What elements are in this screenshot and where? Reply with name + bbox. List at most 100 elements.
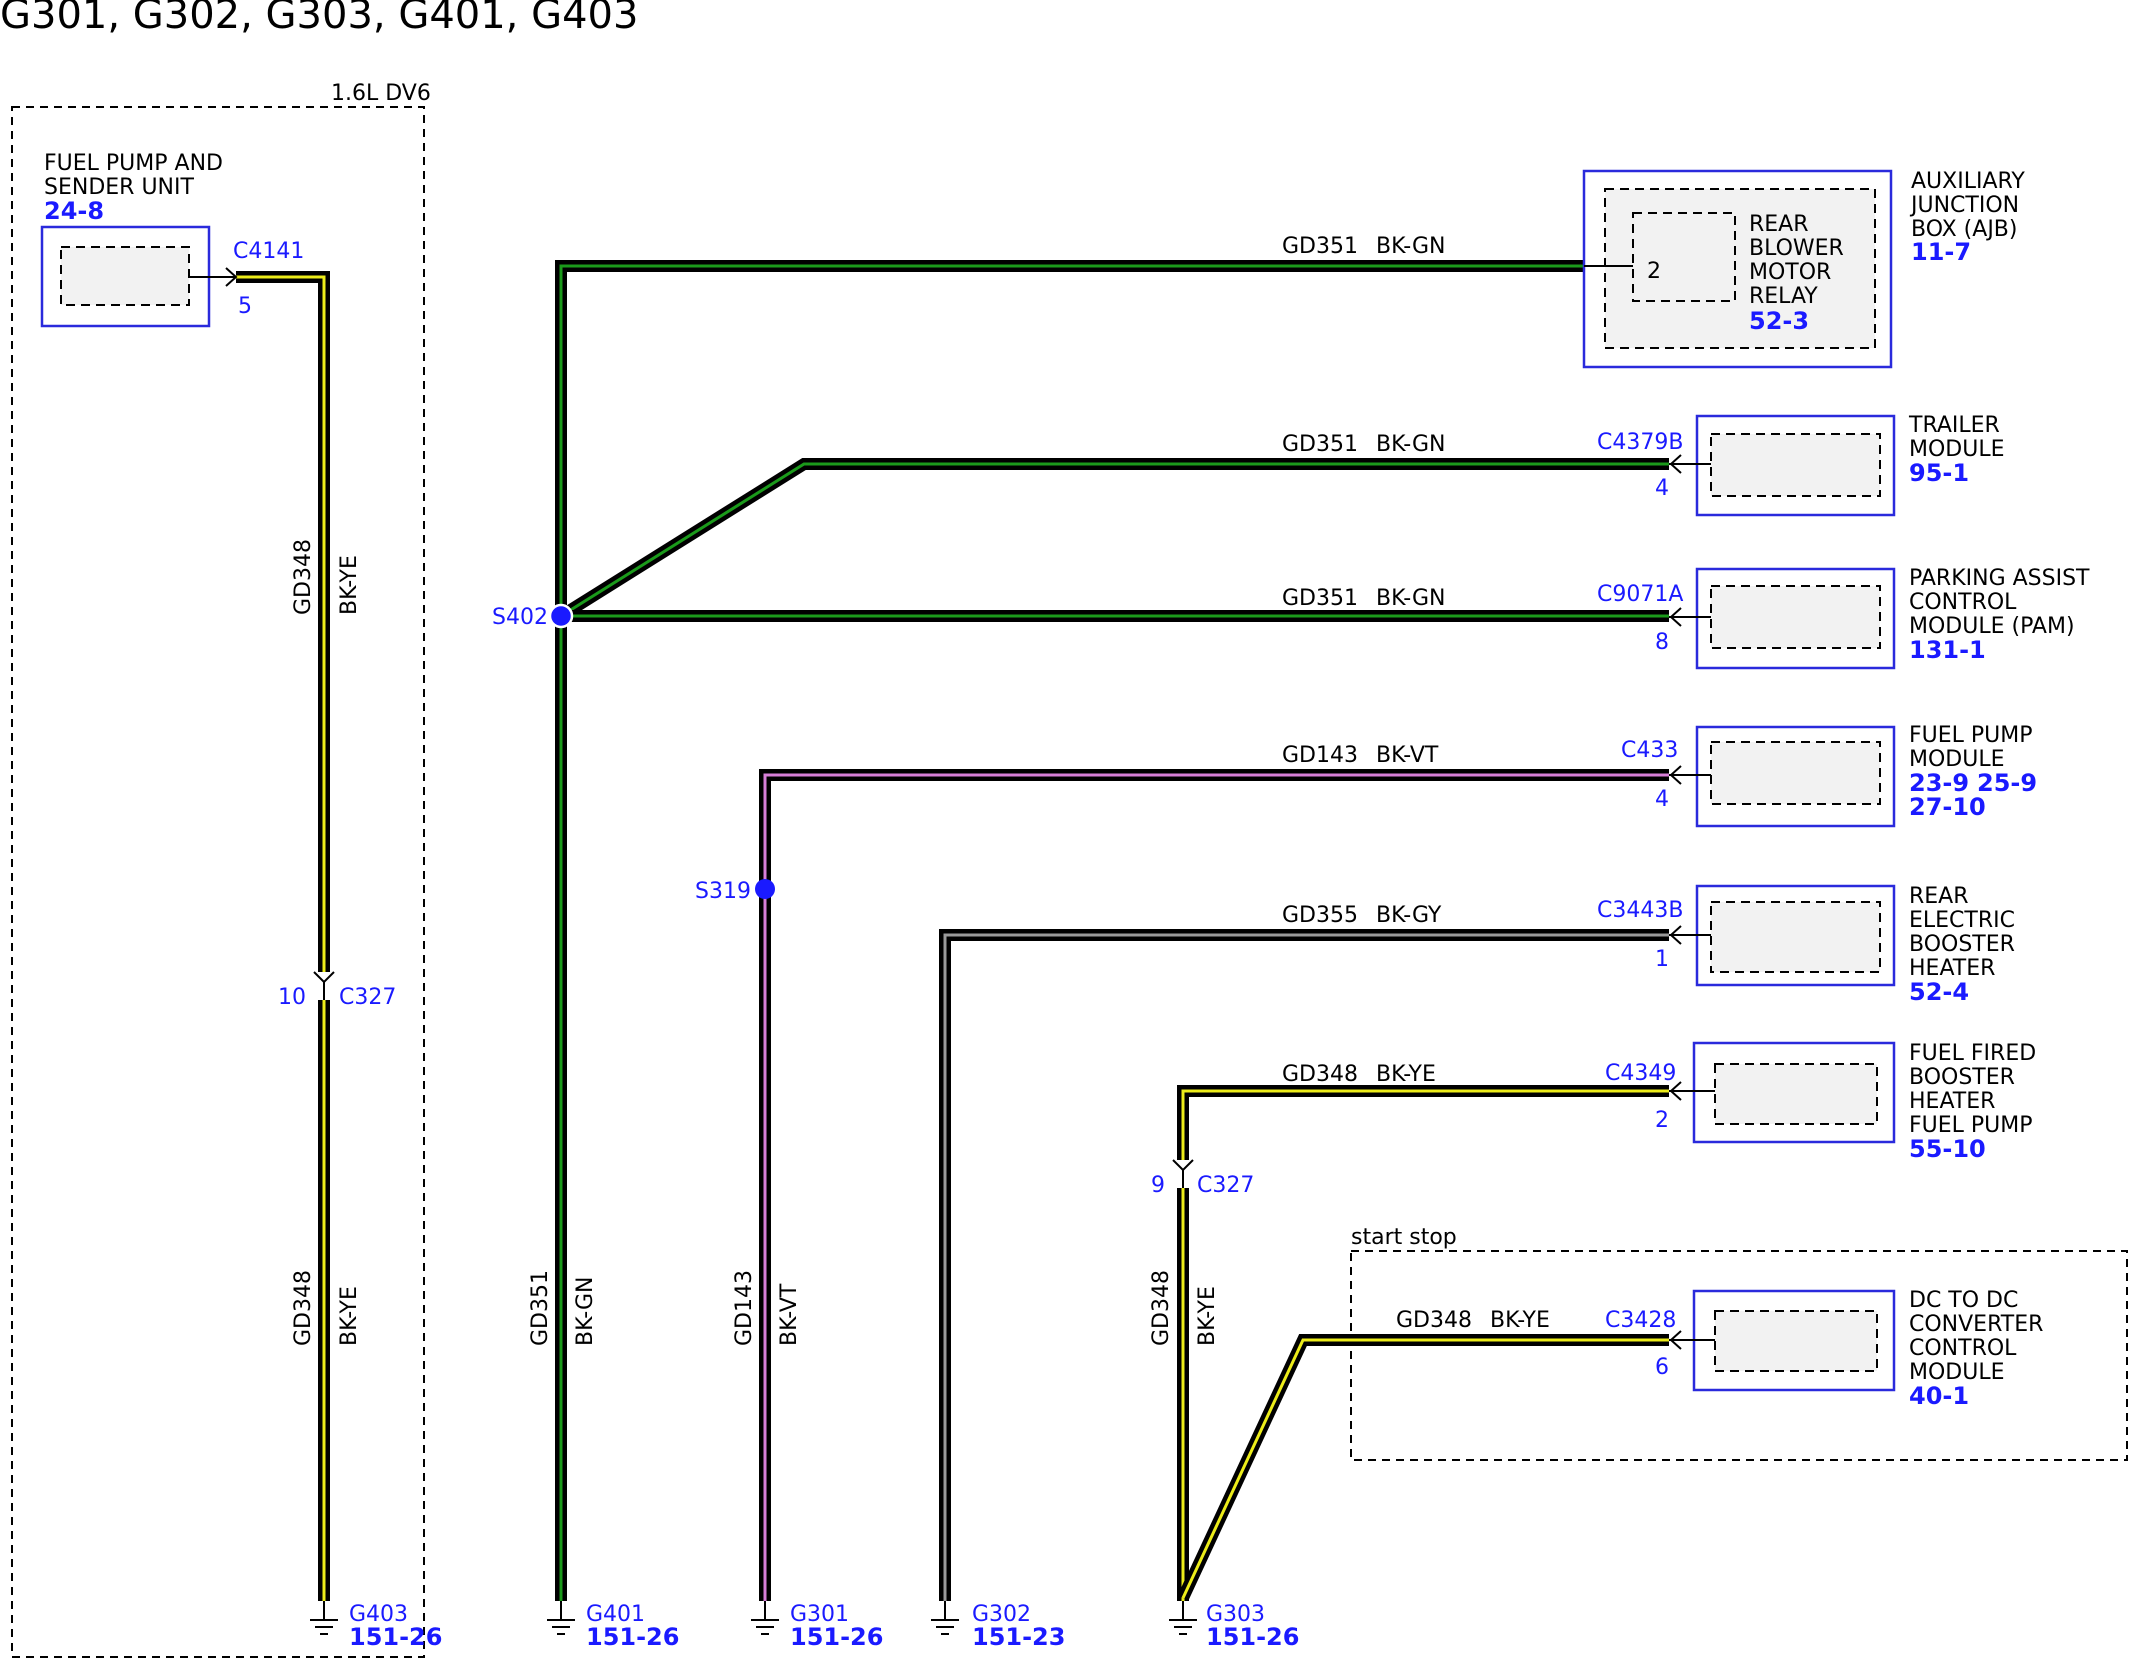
wire-circuit-label: GD351 xyxy=(1282,432,1358,457)
wire-circuit-label: GD351 xyxy=(528,1270,553,1346)
diagram-title: G301, G302, G303, G401, G403 xyxy=(0,0,638,38)
component-ref-link[interactable]: 24-8 xyxy=(44,197,104,225)
wire-group xyxy=(236,260,1669,1601)
component-ref-link[interactable]: 55-10 xyxy=(1909,1135,1986,1163)
parking-assist-control-module[interactable] xyxy=(1695,567,1896,670)
component-name: MODULE xyxy=(1909,747,2005,772)
wire-color-label: BK-YE xyxy=(1195,1286,1220,1346)
inline-connector-c327-b[interactable] xyxy=(1172,1159,1194,1188)
connector-label[interactable]: C4349 xyxy=(1605,1061,1676,1086)
component-name: MODULE xyxy=(1909,437,2005,462)
wire-color-label: BK-GY xyxy=(1376,903,1442,928)
wire-color-label: BK-VT xyxy=(777,1283,802,1346)
ground-ref-link[interactable]: 151-26 xyxy=(586,1623,679,1651)
component-name: BOOSTER xyxy=(1909,1065,2015,1090)
ground-label[interactable]: G401 xyxy=(586,1602,645,1627)
component-name: MODULE (PAM) xyxy=(1909,614,2075,639)
connector-label[interactable]: C4379B xyxy=(1597,430,1683,455)
pin-number: 6 xyxy=(1655,1355,1669,1380)
device-inner-box xyxy=(1710,741,1881,805)
connector-label[interactable]: C433 xyxy=(1621,738,1678,763)
auxiliary-junction-box[interactable] xyxy=(1582,169,1893,369)
device-inner-box xyxy=(1710,901,1881,973)
component-ref-link[interactable]: 131-1 xyxy=(1909,636,1986,664)
component-name: ELECTRIC xyxy=(1909,908,2015,933)
device-inner-box xyxy=(60,246,190,306)
component-ref-link[interactable]: 40-1 xyxy=(1909,1382,1969,1410)
wire-gd348-dcdc[interactable] xyxy=(1177,1334,1669,1601)
splice-label[interactable]: S319 xyxy=(695,879,751,904)
component-ref-link[interactable]: 25-9 xyxy=(1977,769,2037,797)
component-name: CONTROL xyxy=(1909,1336,2017,1361)
ground-label[interactable]: G302 xyxy=(972,1602,1031,1627)
wire-color-label: BK-YE xyxy=(1490,1308,1550,1333)
relay-name: MOTOR xyxy=(1749,260,1831,285)
connector-label[interactable]: C3443B xyxy=(1597,898,1683,923)
rear-electric-booster-heater[interactable] xyxy=(1695,884,1896,987)
pin-number: 2 xyxy=(1655,1108,1669,1133)
component-ref-link[interactable]: 23-9 xyxy=(1909,769,1969,797)
splice-s402[interactable] xyxy=(548,603,574,629)
wire-gd355-booster-heater[interactable] xyxy=(939,929,1669,1601)
device-inner-box xyxy=(1714,1310,1878,1372)
relay-ref-link[interactable]: 52-3 xyxy=(1749,307,1809,335)
device-inner-box xyxy=(1710,433,1881,497)
wire-circuit-label: GD351 xyxy=(1282,586,1358,611)
component-ref-link[interactable]: 95-1 xyxy=(1909,459,1969,487)
pin-number: 8 xyxy=(1655,630,1669,655)
fuel-fired-booster-heater-fuel-pump[interactable] xyxy=(1692,1041,1896,1144)
wire-color-label: BK-VT xyxy=(1376,743,1439,768)
wire-color-label: BK-GN xyxy=(573,1277,598,1346)
ground-label[interactable]: G403 xyxy=(349,1602,408,1627)
ground-ref-link[interactable]: 151-26 xyxy=(790,1623,883,1651)
inline-connector-c327[interactable] xyxy=(313,971,335,1000)
wire-circuit-label: GD348 xyxy=(291,539,316,615)
connector-label[interactable]: C3428 xyxy=(1605,1308,1676,1333)
wire-gd348-dcdc-stripe xyxy=(1181,1338,1669,1599)
splice-label[interactable]: S402 xyxy=(492,605,548,630)
wire-gd351-trailer-stripe xyxy=(560,462,1669,618)
pin-arrow xyxy=(225,267,238,287)
ground-ref-link[interactable]: 151-23 xyxy=(972,1623,1065,1651)
wire-gd355-booster-heater-stripe xyxy=(943,933,1669,1601)
wire-gd351-ajb-stripe xyxy=(559,264,1584,1601)
wire-circuit-label: GD143 xyxy=(1282,743,1358,768)
start-stop-zone xyxy=(1350,1250,2128,1461)
dc-dc-converter-control-module[interactable] xyxy=(1692,1289,1896,1392)
inline-connector-pin: 10 xyxy=(278,985,306,1010)
fuel-pump-module[interactable] xyxy=(1695,725,1896,828)
component-ref-link[interactable]: 11-7 xyxy=(1911,238,1971,266)
fuel-pump-sender-unit[interactable] xyxy=(40,225,211,328)
trailer-module[interactable] xyxy=(1695,414,1896,517)
component-name: FUEL PUMP xyxy=(1909,723,2033,748)
ground-ref-link[interactable]: 151-26 xyxy=(1206,1623,1299,1651)
engine-zone xyxy=(11,106,425,1658)
connector-label[interactable]: C4141 xyxy=(233,239,304,264)
component-ref-link[interactable]: 52-4 xyxy=(1909,978,1969,1006)
component-name: REAR xyxy=(1909,884,1969,909)
ground-label[interactable]: G301 xyxy=(790,1602,849,1627)
component-name: DC TO DC xyxy=(1909,1288,2018,1313)
inline-connector-label[interactable]: C327 xyxy=(1197,1173,1254,1198)
wire-gd351-trailer[interactable] xyxy=(557,458,1669,622)
component-name: PARKING ASSIST xyxy=(1909,566,2090,591)
component-name: HEATER xyxy=(1909,1089,1995,1114)
component-name: CONTROL xyxy=(1909,590,2017,615)
pin-number: 1 xyxy=(1655,947,1669,972)
component-name: BOX (AJB) xyxy=(1911,217,2017,242)
ground-symbols xyxy=(310,1601,1197,1635)
ground-label[interactable]: G303 xyxy=(1206,1602,1265,1627)
ground-ref-link[interactable]: 151-26 xyxy=(349,1623,442,1651)
wire-circuit-label: GD351 xyxy=(1282,234,1358,259)
wire-gd348-fuel-fired-top[interactable] xyxy=(1177,1085,1669,1160)
connector-label[interactable]: C9071A xyxy=(1597,582,1683,607)
component-name: JUNCTION xyxy=(1909,193,2019,218)
wire-color-label: BK-GN xyxy=(1376,586,1445,611)
component-name: BOOSTER xyxy=(1909,932,2015,957)
component-name: MODULE xyxy=(1909,1360,2005,1385)
component-ref-link[interactable]: 27-10 xyxy=(1909,793,1986,821)
inline-connector-label[interactable]: C327 xyxy=(339,985,396,1010)
wire-gd348-fuel-pump-top[interactable] xyxy=(236,271,330,972)
splice-s319[interactable] xyxy=(755,879,775,899)
component-name: FUEL FIRED xyxy=(1909,1041,2036,1066)
